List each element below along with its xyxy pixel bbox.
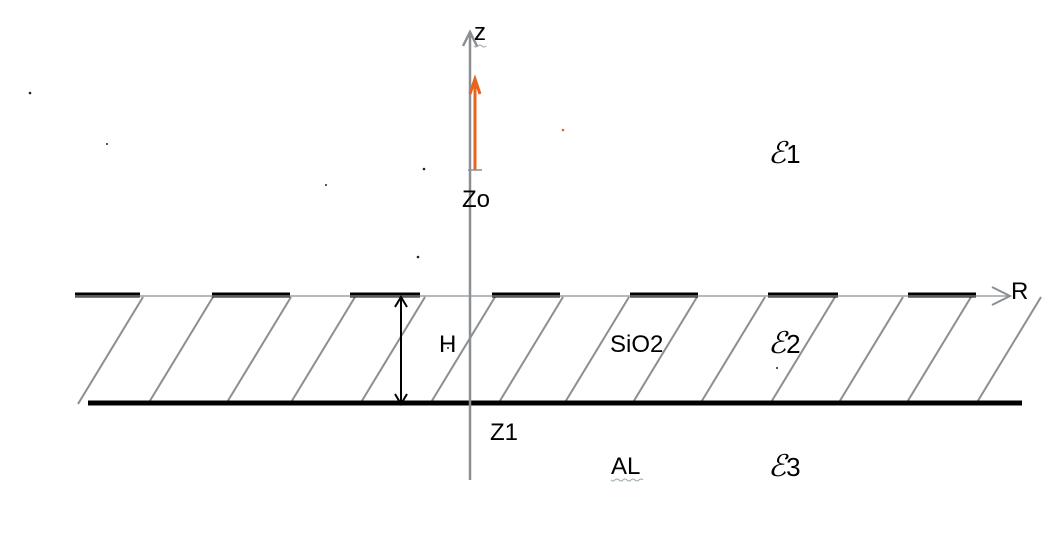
hatch-line: [631, 296, 698, 405]
epsilon-index: 1: [786, 139, 800, 169]
dipole-arrowhead: [468, 74, 482, 95]
hatch-line: [429, 296, 496, 405]
z-axis-label: z: [474, 19, 486, 46]
epsilon-symbol: ℰ: [768, 449, 789, 484]
hatch-line: [359, 296, 426, 405]
hatch-line: [225, 296, 292, 405]
thickness-arrow: [394, 295, 408, 406]
epsilon-1-label: ℰ1: [768, 136, 801, 171]
stray-dots: [28, 91, 778, 369]
spellcheck-underline: [610, 478, 644, 482]
r-axis-arrowhead: [991, 286, 1013, 306]
z1-label: Z1: [490, 419, 518, 446]
z-axis-arrowhead: [461, 29, 479, 47]
hatch-line: [289, 296, 356, 405]
hatch-line: [769, 296, 836, 405]
stray-dot-orange: [561, 128, 565, 132]
hatch-line: [905, 296, 972, 405]
hatch-line: [77, 296, 144, 405]
epsilon-symbol: ℰ: [768, 326, 789, 361]
zo-label: Zo: [462, 186, 490, 213]
epsilon-3-label: ℰ3: [768, 449, 801, 484]
epsilon-symbol: ℰ: [768, 136, 789, 171]
hatch-line: [563, 296, 630, 405]
sio2-label: SiO2: [610, 331, 663, 358]
hatch-line: [837, 296, 904, 405]
hatch-line: [699, 296, 766, 405]
hatch-line: [975, 296, 1042, 405]
al-label: AL: [611, 453, 640, 480]
sio2-layer-hatching: [77, 296, 1042, 405]
r-axis-label: R: [1011, 278, 1028, 305]
epsilon-index: 3: [786, 452, 800, 482]
hatch-line: [497, 296, 564, 405]
spellcheck-underline: [473, 44, 487, 48]
hatch-line: [147, 296, 214, 405]
epsilon-2-label: ℰ2: [768, 326, 801, 361]
h-label: H: [439, 331, 456, 358]
epsilon-index: 2: [786, 329, 800, 359]
